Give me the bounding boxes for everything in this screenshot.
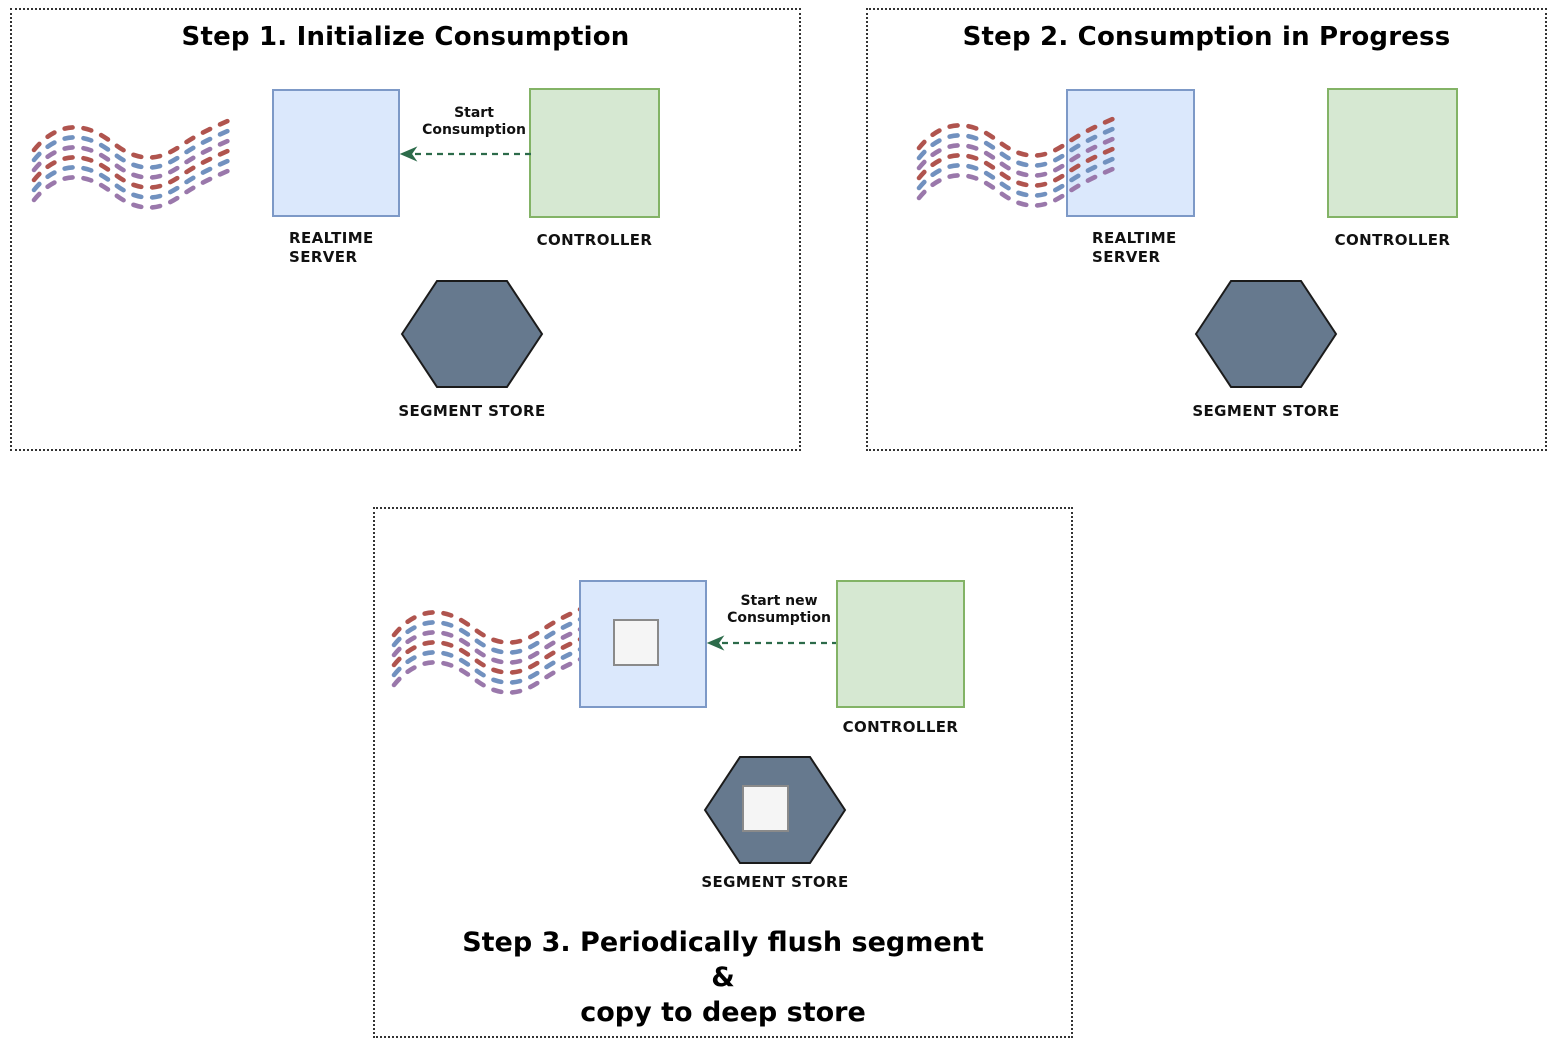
event-stream-wave-icon (31, 117, 233, 210)
event-stream-wave-icon (391, 602, 593, 695)
start-consumption-arrow (399, 146, 531, 162)
realtime-server-label: REALTIME SERVER (1092, 229, 1177, 267)
title-line: copy to deep store (580, 997, 866, 1028)
stream-rows (391, 602, 593, 695)
controller-box (836, 580, 965, 708)
label-line: REALTIME (1092, 229, 1177, 247)
panel-step-1: Step 1. Initialize Consumption REALTIME … (10, 8, 801, 451)
panel-step-3: Start new Consumption CONTROLLER SEGMENT… (373, 507, 1073, 1038)
segment-store-hexagon (400, 280, 544, 388)
controller-label: CONTROLLER (842, 718, 959, 736)
segment-store-label: SEGMENT STORE (1192, 402, 1340, 420)
label-line: Consumption (727, 610, 831, 626)
realtime-server-box (272, 89, 400, 217)
title-line: & (711, 962, 735, 993)
realtime-server-box (1066, 89, 1195, 217)
controller-box (1327, 88, 1458, 218)
start-new-consumption-arrow (706, 635, 838, 651)
label-line: Consumption (422, 122, 526, 138)
stream-rows (916, 115, 1118, 208)
step1-title: Step 1. Initialize Consumption (181, 22, 630, 52)
start-new-consumption-label: Start new Consumption (699, 593, 859, 627)
segment-store-label: SEGMENT STORE (398, 402, 546, 420)
event-stream-wave-icon (916, 115, 1118, 208)
start-consumption-label: Start Consumption (394, 105, 554, 139)
label-line: Start (454, 105, 494, 121)
controller-label: CONTROLLER (536, 231, 653, 249)
label-line: REALTIME (289, 229, 374, 247)
title-line: Step 3. Periodically flush segment (462, 927, 984, 958)
label-line: SERVER (1092, 248, 1161, 266)
step2-title: Step 2. Consumption in Progress (962, 22, 1451, 52)
segment-chip (613, 619, 659, 666)
realtime-server-label: REALTIME SERVER (289, 229, 374, 267)
step3-title: Step 3. Periodically flush segment & cop… (375, 925, 1071, 1030)
controller-label: CONTROLLER (1334, 231, 1451, 249)
controller-box (529, 88, 660, 218)
label-line: Start new (740, 593, 818, 609)
segment-store-label: SEGMENT STORE (701, 873, 849, 891)
segment-store-hexagon (1194, 280, 1338, 388)
segment-chip (742, 785, 789, 832)
realtime-server-box (579, 580, 707, 708)
stream-rows (31, 117, 233, 210)
panel-step-2: Step 2. Consumption in Progress REALTIME… (866, 8, 1547, 451)
label-line: SERVER (289, 248, 358, 266)
